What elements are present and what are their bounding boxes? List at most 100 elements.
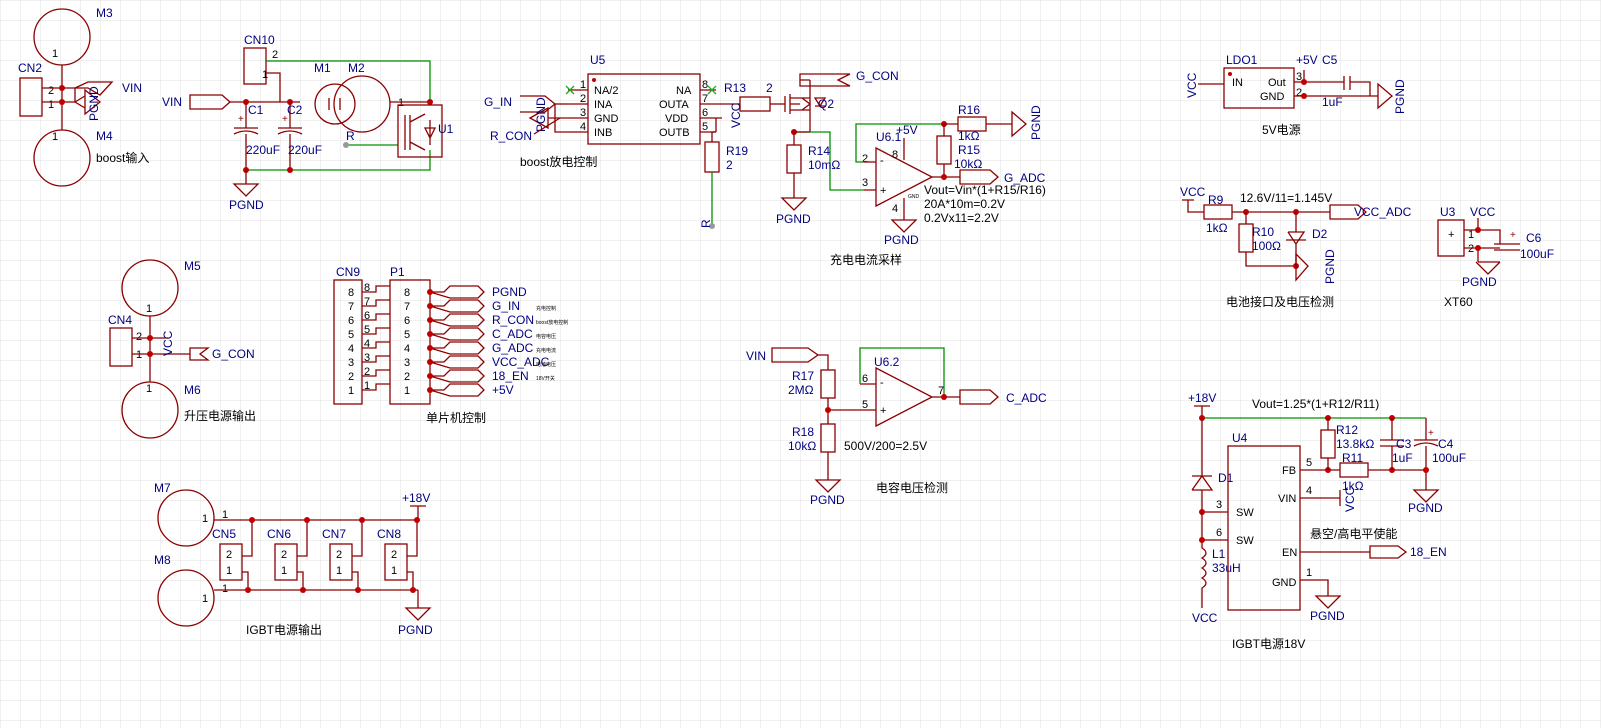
junction: [300, 587, 306, 593]
note-divider: 12.6V/11=1.145V: [1240, 191, 1332, 205]
pin-number: 2: [281, 549, 287, 561]
current-sense-block[interactable]: R13 2 Q2 G_CON R14 10mΩ PGND - + U6.1 +5…: [724, 69, 1046, 267]
igbt-output-block[interactable]: M7 1 M8 1 1 1 +18V PGND CN521CN621CN721C…: [154, 481, 433, 637]
connector-cn10[interactable]: [243, 47, 267, 85]
pgnd-symbol: [944, 110, 1027, 138]
regulator-ldo1[interactable]: [1223, 67, 1295, 109]
mosfet-q2[interactable]: [784, 80, 812, 122]
note-formula: Vout=1.25*(1+R12/R11): [1252, 397, 1379, 411]
opamp-u6-2[interactable]: [875, 366, 934, 428]
mcu-net-label: R_CON: [492, 313, 534, 327]
vcc-adc-port[interactable]: [1329, 204, 1367, 220]
u5-pin-left-4: INB: [594, 127, 612, 139]
value-r15: 10kΩ: [954, 157, 982, 171]
junction: [1423, 467, 1429, 473]
g-adc-port[interactable]: [959, 169, 999, 185]
mount-hole-m7[interactable]: [157, 489, 215, 547]
pin-number: 4: [580, 121, 586, 133]
diode-d1[interactable]: [1191, 418, 1228, 513]
pin-number: 2: [136, 331, 142, 343]
source-m2[interactable]: [333, 75, 391, 133]
junction: [414, 517, 420, 523]
capacitor-c6[interactable]: [1494, 243, 1520, 251]
boost-output-block[interactable]: 1 M5 1 M6 CN4 2 1 VCC G_CON 升压电源输出: [108, 259, 256, 439]
net-pgnd: PGND: [776, 212, 811, 226]
mount-hole-m8[interactable]: [157, 569, 215, 627]
pin-number: 4: [1306, 485, 1312, 497]
wire: [1182, 199, 1204, 213]
wire: [793, 131, 810, 145]
ref-c2: C2: [287, 103, 303, 117]
mcu-net-port: [429, 369, 485, 383]
pin-sw-a: SW: [1236, 507, 1254, 519]
p1-pin-number: 8: [404, 287, 410, 299]
capacitor-c2[interactable]: [277, 102, 303, 170]
cn9-pin-number: 8: [348, 287, 354, 299]
net-pgnd: PGND: [1408, 501, 1443, 515]
capacitor-c4[interactable]: [1412, 418, 1440, 503]
note-line-2: 20A*10m=0.2V: [924, 197, 1005, 211]
connector-cn4[interactable]: [109, 327, 133, 367]
boost-discharge-block[interactable]: U5 NA/2 INA GND INB NA OUTA VDD OUTB 1 2…: [484, 53, 748, 229]
igbt-18v-block[interactable]: +18V Vout=1.25*(1+R12/R11) D1 L1 33uH VC…: [1188, 391, 1466, 651]
capacitor-c1[interactable]: [233, 102, 259, 170]
battery-block[interactable]: VCC R9 1kΩ 12.6V/11=1.145V VCC_ADC R10 1…: [1180, 185, 1412, 309]
en-port[interactable]: [1369, 545, 1408, 559]
resistor-r12[interactable]: [1320, 429, 1336, 459]
g-con-port[interactable]: [160, 337, 210, 361]
boost-input-block[interactable]: 1 M3 1 M4 CN2 2 1 VIN PGND boost输入 VIN C…: [18, 6, 454, 212]
resistor-r15[interactable]: [936, 135, 952, 165]
pin-tiny: GND: [908, 194, 920, 200]
mcu-net-label: 18_EN: [492, 369, 529, 383]
capacitor-c3[interactable]: [1380, 418, 1404, 470]
note-line-1: Vout=Vin*(1+R15/R16): [924, 183, 1046, 197]
pin-number: +: [1448, 229, 1454, 241]
driver-u5[interactable]: [587, 73, 701, 145]
connector-cn2[interactable]: [19, 77, 43, 117]
c-adc-port[interactable]: [959, 389, 999, 405]
igbt-u1[interactable]: [397, 104, 443, 158]
opamp-u6-1[interactable]: [875, 146, 934, 208]
opamp-minus: -: [880, 377, 884, 389]
value-c6: 100uF: [1520, 247, 1554, 261]
source-m1[interactable]: [314, 83, 356, 125]
wire: [533, 117, 561, 135]
note-line-3: 0.2Vx11=2.2V: [924, 211, 999, 225]
cap-voltage-block[interactable]: VIN R17 2MΩ R18 10kΩ PGND U6.2 - + 6 5 7…: [746, 347, 1047, 507]
net-vcc: VCC: [1343, 486, 1357, 512]
mcu-net-label: PGND: [492, 285, 527, 299]
xt60-block[interactable]: U3 + 1 2 VCC + C6 100uF PGND XT60: [1437, 205, 1554, 309]
mcu-net-note: 18V开关: [536, 375, 555, 382]
ldo-block[interactable]: VCC LDO1 IN Out GND 3 2 +5V C5 1uF PGND …: [1185, 53, 1407, 137]
cn9-pin-number: 3: [348, 357, 354, 369]
vin-port[interactable]: [189, 94, 231, 110]
g-con-port[interactable]: [799, 73, 851, 87]
value-r18: 10kΩ: [788, 439, 816, 453]
value-l1: 33uH: [1212, 561, 1241, 575]
zener-d2[interactable]: [1286, 212, 1306, 266]
p1-pin-number: 1: [404, 385, 410, 397]
pin-number: 2: [272, 49, 278, 61]
vin-port[interactable]: [771, 347, 820, 363]
converter-u4[interactable]: [1227, 445, 1301, 611]
mcu-row-wire: [362, 341, 390, 349]
cn9-pin-index: 4: [364, 338, 370, 350]
block-title: 充电电流采样: [830, 252, 902, 267]
connector-cn9[interactable]: [333, 279, 363, 405]
ref-m2: M2: [348, 61, 365, 75]
connector-u3[interactable]: [1437, 219, 1465, 257]
